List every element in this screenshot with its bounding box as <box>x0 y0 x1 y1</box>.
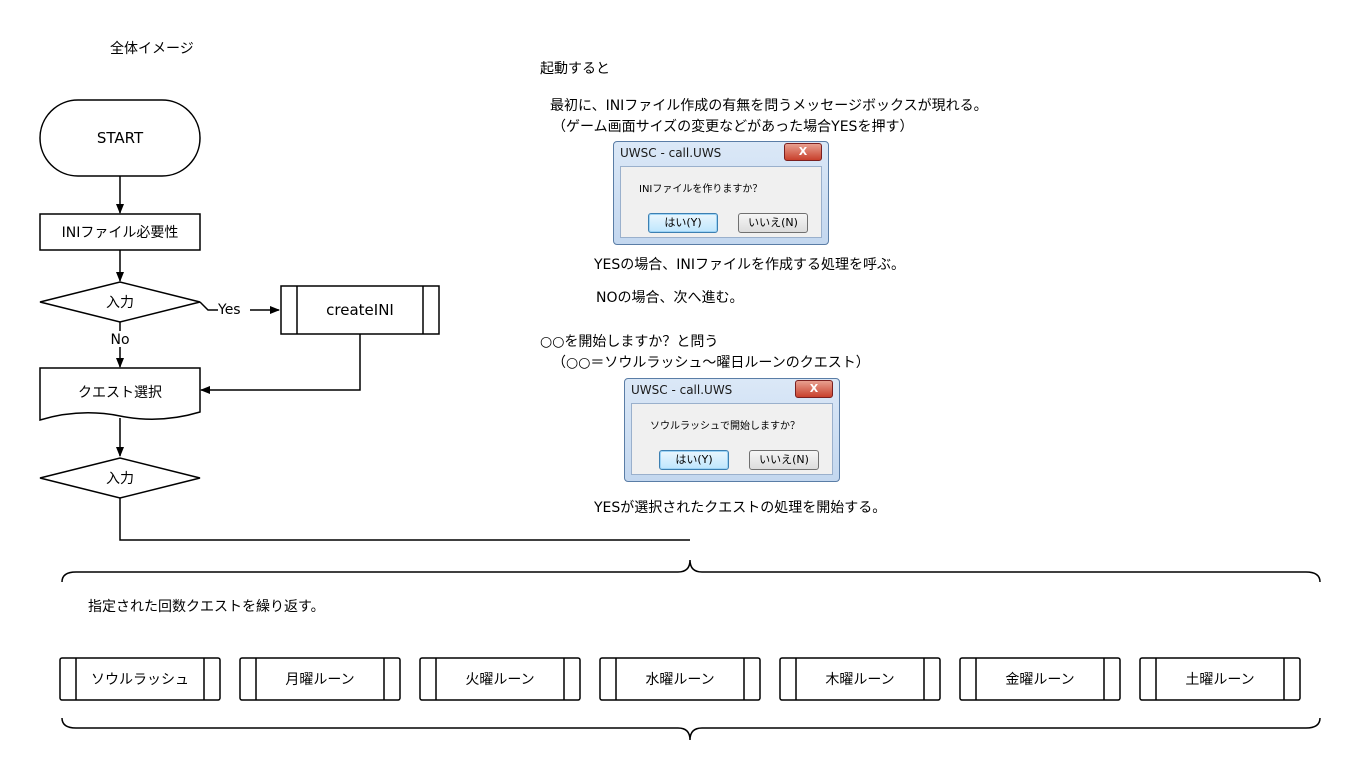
quest-dialog-yes-button[interactable]: はい(Y) <box>659 450 729 470</box>
ini-dialog-title: UWSC - call.UWS <box>620 146 722 160</box>
decision-1-node: 入力 <box>39 281 201 323</box>
ini-dialog-no-button[interactable]: いいえ(N) <box>738 213 808 233</box>
quest-dialog-body: ソウルラッシュで開始しますか？ はい(Y) いいえ(N) <box>631 403 833 475</box>
quest-box: 土曜ルーン <box>1139 657 1301 701</box>
note-ini-line2: （ゲーム画面サイズの変更などがあった場合YESを押す） <box>552 119 914 135</box>
note-ini-line1: 最初に、INIファイル作成の有無を問うメッセージボックスが現れる。 <box>550 98 988 114</box>
note-on-start: 起動すると <box>540 61 610 77</box>
quest-dialog-close-button[interactable]: X <box>795 380 833 398</box>
quest-dialog-message: ソウルラッシュで開始しますか？ <box>650 421 800 432</box>
yes-label: Yes <box>217 302 241 318</box>
loop-brace-top <box>61 559 1321 583</box>
decision-2-label: 入力 <box>106 471 134 487</box>
connector-to-loop <box>119 498 690 541</box>
quest-box-label: 木曜ルーン <box>825 672 894 688</box>
ini-check-label: INIファイル必要性 <box>62 225 179 241</box>
loop-brace-bottom <box>61 717 1321 741</box>
repeat-label: 指定された回数クエストを繰り返す。 <box>88 599 325 615</box>
note-yes-quest: YESが選択されたクエストの処理を開始する。 <box>594 500 887 516</box>
quest-select-node: クエスト選択 <box>39 367 201 422</box>
diagram-heading: 全体イメージ <box>110 41 194 57</box>
ini-dialog-yes-button[interactable]: はい(Y) <box>648 213 718 233</box>
quest-box-label: 土曜ルーン <box>1185 672 1254 688</box>
quest-box-label: 火曜ルーン <box>465 672 534 688</box>
quest-box: 火曜ルーン <box>419 657 581 701</box>
decision-1-label: 入力 <box>106 295 134 311</box>
quest-box: 木曜ルーン <box>779 657 941 701</box>
no-label: No <box>110 332 129 348</box>
quest-dialog: UWSC - call.UWS X ソウルラッシュで開始しますか？ はい(Y) … <box>624 378 840 482</box>
createini-label: createINI <box>326 301 394 319</box>
ini-dialog-close-button[interactable]: X <box>784 143 822 161</box>
quest-box-label: ソウルラッシュ <box>91 672 189 688</box>
note-quest-line1: ○○を開始しますか？と問う <box>540 334 719 350</box>
arrow-createini-to-quest <box>200 334 361 394</box>
createini-node: createINI <box>280 285 440 335</box>
note-no-ini: NOの場合、次へ進む。 <box>596 290 744 306</box>
yes-branch-line <box>199 301 218 311</box>
quest-box-label: 月曜ルーン <box>285 672 354 688</box>
quest-select-label: クエスト選択 <box>78 385 162 401</box>
quest-box: 金曜ルーン <box>959 657 1121 701</box>
quest-box: 月曜ルーン <box>239 657 401 701</box>
note-quest-line2: （○○＝ソウルラッシュ～曜日ルーンのクエスト） <box>552 355 870 371</box>
quest-dialog-no-button[interactable]: いいえ(N) <box>749 450 819 470</box>
quest-box: ソウルラッシュ <box>59 657 221 701</box>
ini-dialog-body: INIファイルを作りますか？ はい(Y) いいえ(N) <box>620 166 822 238</box>
quest-box-label: 金曜ルーン <box>1005 672 1074 688</box>
quest-box-label: 水曜ルーン <box>645 672 714 688</box>
quest-dialog-title: UWSC - call.UWS <box>631 383 733 397</box>
note-yes-ini: YESの場合、INIファイルを作成する処理を呼ぶ。 <box>594 257 906 273</box>
start-node: START <box>39 99 201 177</box>
ini-dialog: UWSC - call.UWS X INIファイルを作りますか？ はい(Y) い… <box>613 141 829 245</box>
start-node-label: START <box>97 129 144 147</box>
ini-check-node: INIファイル必要性 <box>39 213 201 251</box>
ini-dialog-message: INIファイルを作りますか？ <box>639 184 763 195</box>
quest-list: ソウルラッシュ 月曜ルーン 火曜ルーン 水曜ルーン 木曜ルーン 金曜ルーン 土曜ルーン <box>59 657 1301 701</box>
decision-2-node: 入力 <box>39 457 201 499</box>
quest-box: 水曜ルーン <box>599 657 761 701</box>
